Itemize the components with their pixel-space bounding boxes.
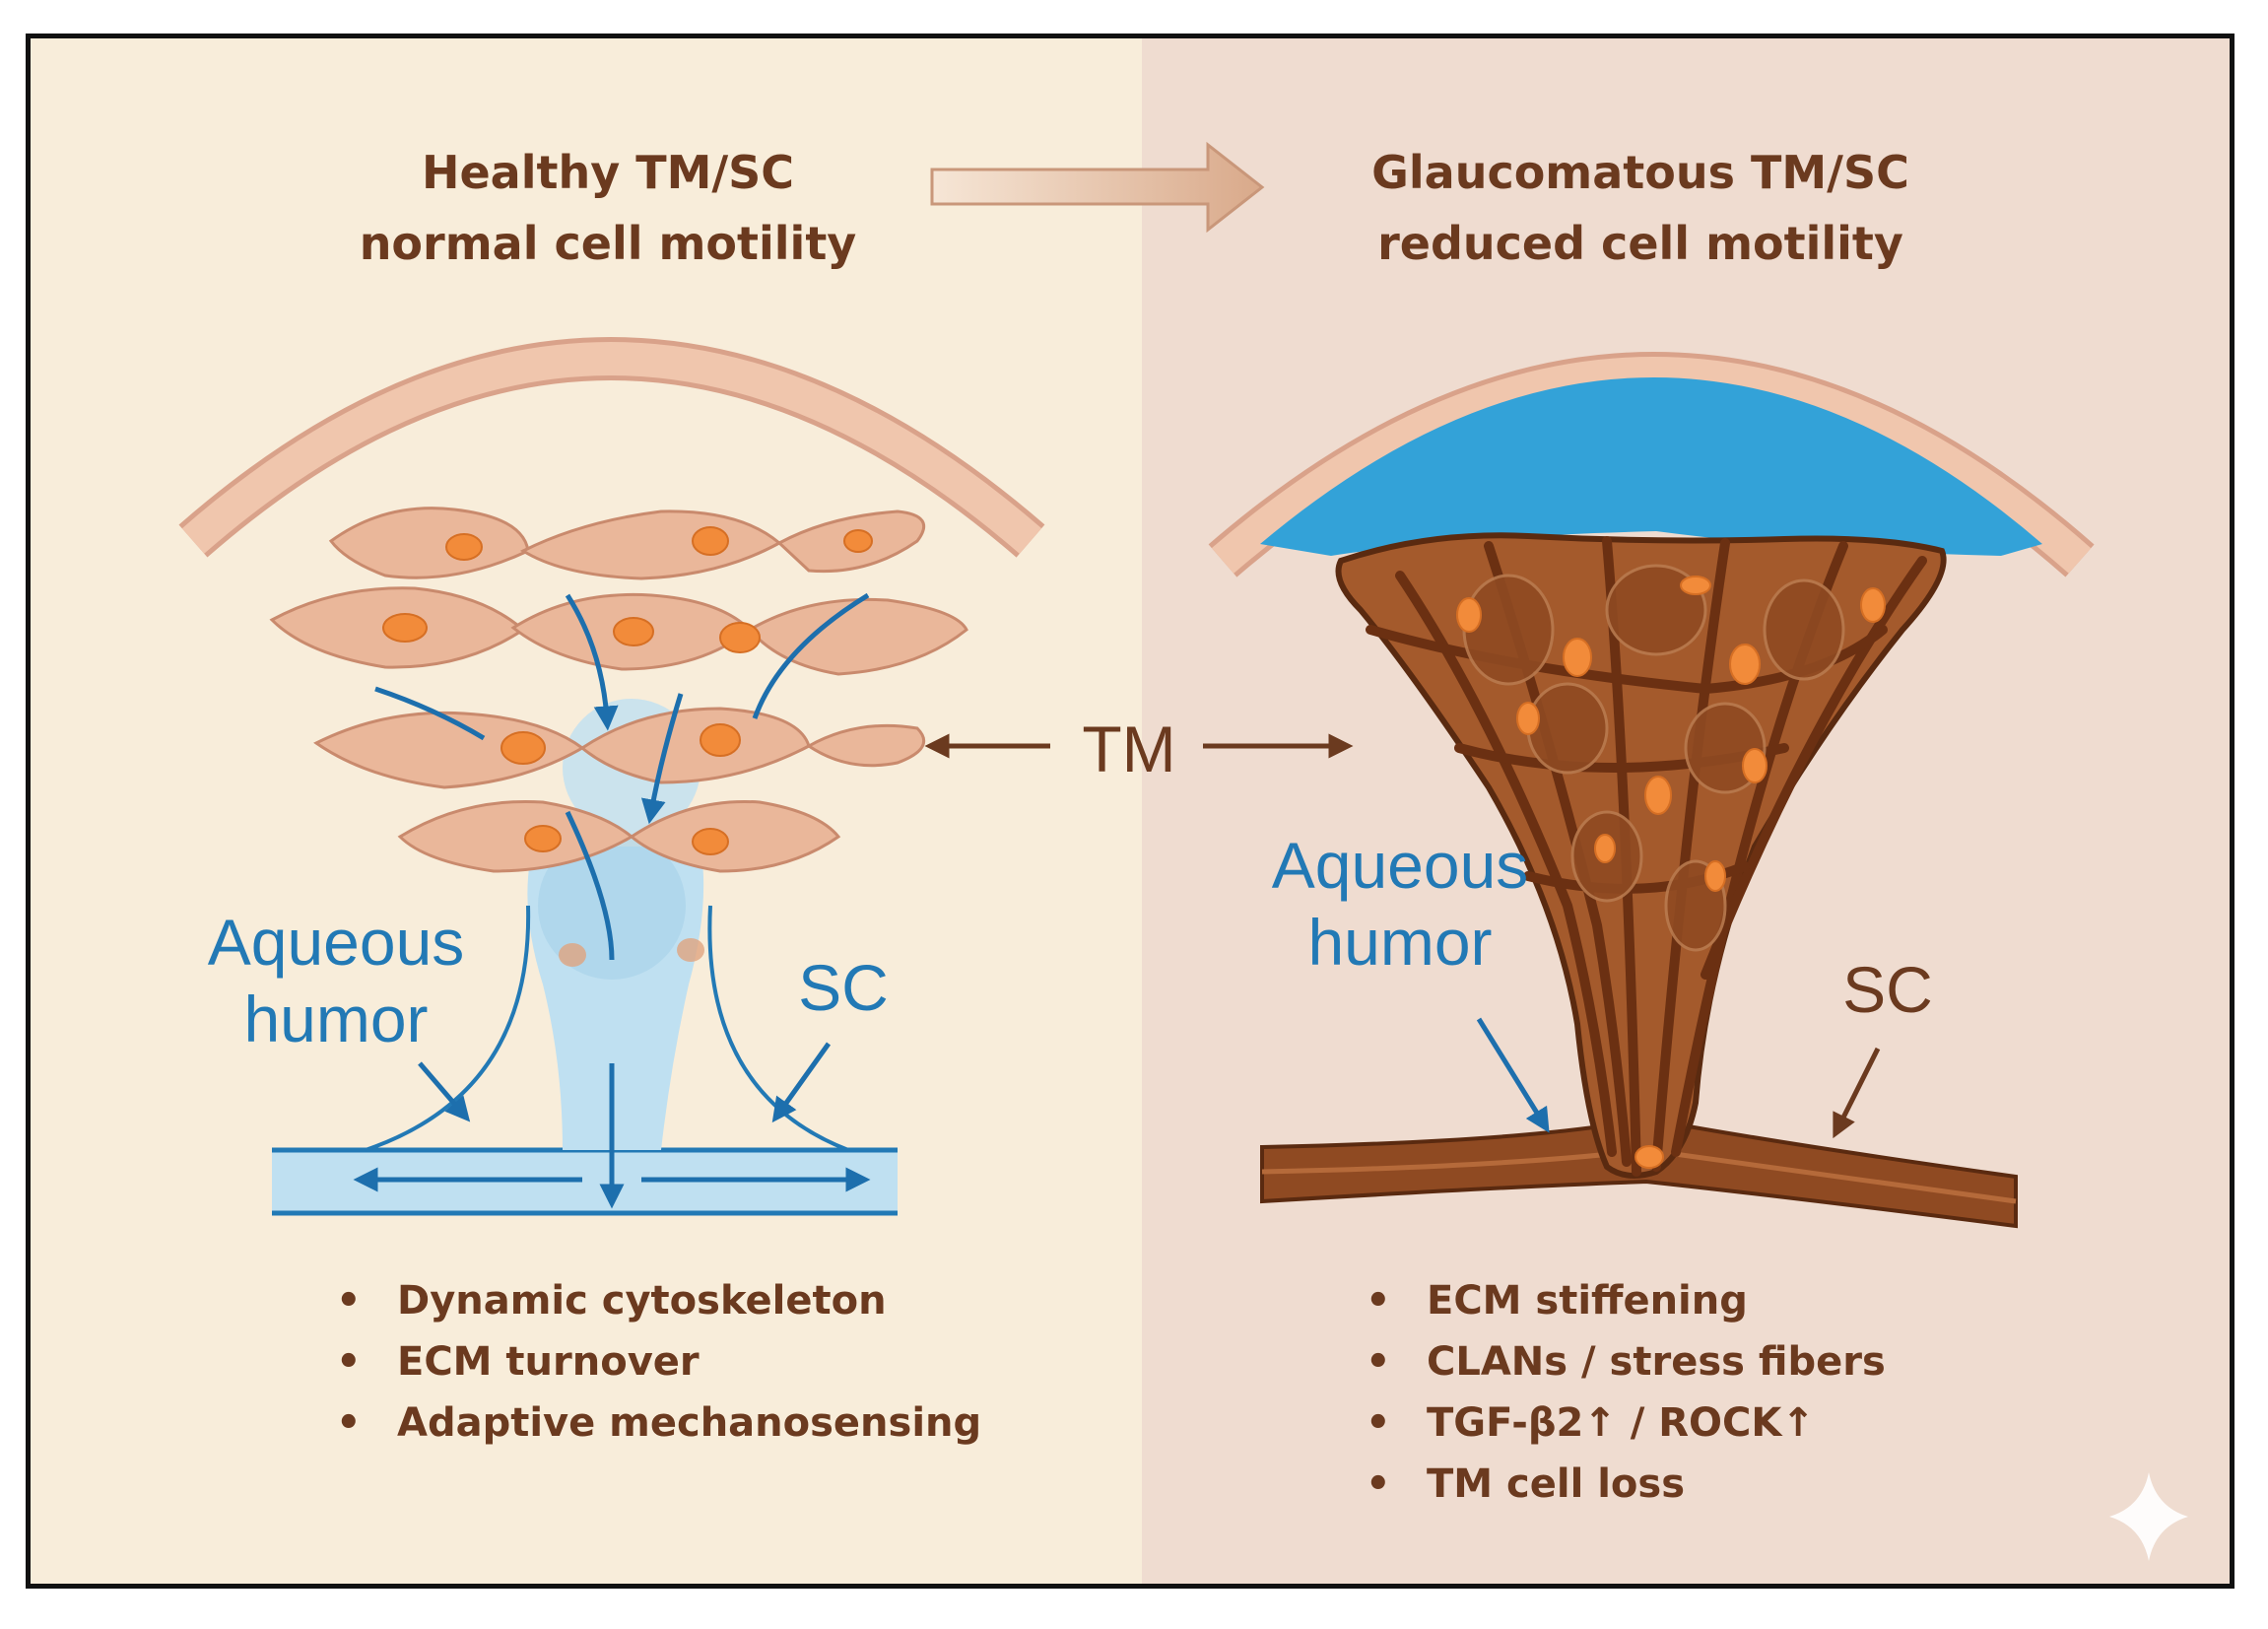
illustration	[178, 141, 2188, 1561]
healthy-sc-label: SC	[798, 951, 889, 1024]
sparkle-icon	[2109, 1472, 2188, 1561]
healthy-aqueous-humor-label: Aqueous humor	[207, 906, 465, 1055]
glaucoma-sc-label: SC	[1842, 953, 1933, 1026]
glaucoma-title-line2: reduced cell motility	[1377, 217, 1903, 270]
glaucoma-cornea-arc	[1208, 352, 2095, 577]
healthy-title-line2: normal cell motility	[359, 217, 857, 270]
transition-arrow-icon	[930, 141, 1265, 234]
list-item: Dynamic cytoskeleton	[336, 1270, 981, 1331]
list-item: Adaptive mechanosensing	[336, 1392, 981, 1454]
healthy-flow-arrows	[353, 592, 871, 1209]
list-item: TGF-β2↑ / ROCK↑	[1366, 1392, 1886, 1454]
healthy-tm-cells	[269, 507, 968, 967]
list-item: TM cell loss	[1366, 1454, 1886, 1515]
healthy-title-line1: Healthy TM/SC	[421, 146, 795, 199]
glaucoma-title-line1: Glaucomatous TM/SC	[1371, 146, 1909, 199]
list-item: ECM stiffening	[1366, 1270, 1886, 1331]
healthy-cornea-arc	[178, 337, 1045, 558]
healthy-schlemm-canal	[272, 699, 898, 1216]
glaucoma-aqueous-humor-label: Aqueous humor	[1271, 829, 1529, 979]
healthy-feature-list: Dynamic cytoskeleton ECM turnover Adapti…	[336, 1270, 981, 1454]
healthy-title: Healthy TM/SC normal cell motility	[263, 137, 953, 279]
glaucoma-feature-list: ECM stiffening CLANs / stress fibers TGF…	[1366, 1270, 1886, 1515]
list-item: ECM turnover	[336, 1331, 981, 1392]
tm-label: TM	[1082, 713, 1176, 785]
glaucoma-label-arrows	[1476, 1017, 1881, 1139]
glaucoma-fibrotic-tm	[1335, 532, 1947, 1179]
figure-frame: Healthy TM/SC normal cell motility Glauc…	[26, 34, 2235, 1589]
list-item: CLANs / stress fibers	[1366, 1331, 1886, 1392]
glaucoma-title: Glaucomatous TM/SC reduced cell motility	[1296, 137, 1985, 279]
